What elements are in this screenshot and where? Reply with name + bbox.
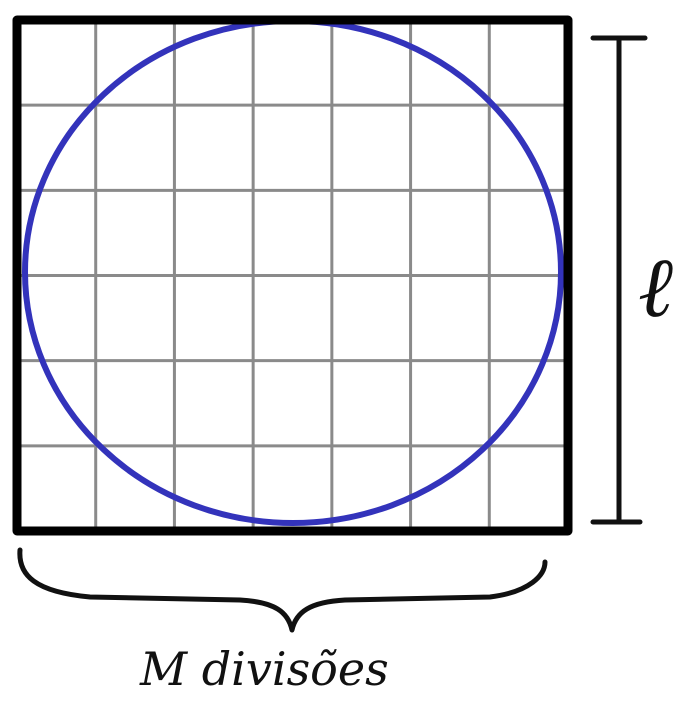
- inscribed-circle: [22, 18, 564, 526]
- side-length-label: ℓ: [638, 238, 673, 336]
- divisions-label: M divisões: [139, 642, 389, 696]
- divisions-brace: [17, 547, 548, 633]
- length-dimension-bar: [590, 35, 648, 525]
- square-frame: [12, 15, 573, 536]
